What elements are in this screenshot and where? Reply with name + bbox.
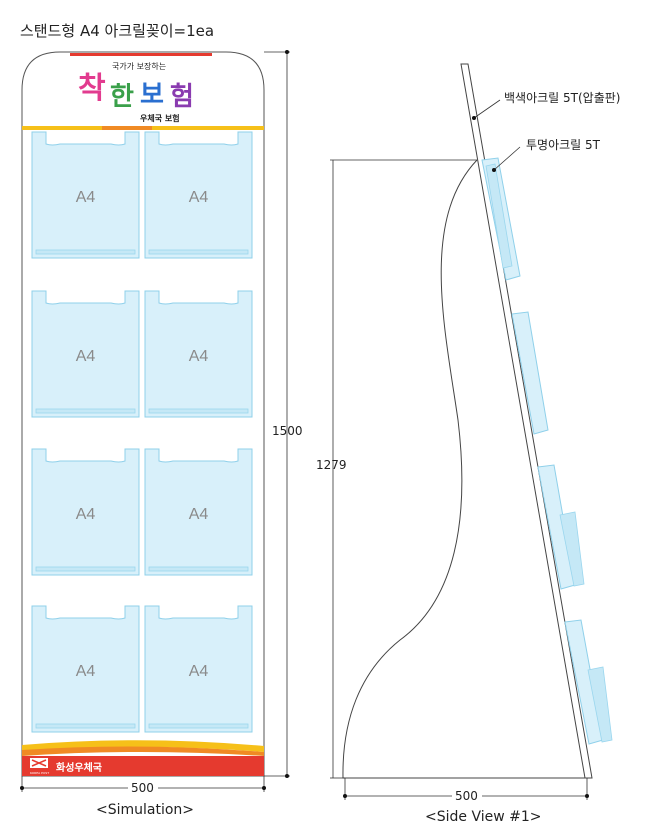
a4-pocket: A4 [144, 448, 253, 576]
side-width-value: 500 [455, 789, 478, 803]
a4-pocket: A4 [31, 605, 140, 733]
a4-pocket: A4 [31, 448, 140, 576]
pocket-lip [148, 408, 249, 414]
top-accent-bar [70, 53, 212, 56]
side-pocket-1-inner [485, 163, 513, 269]
pocket-lip [35, 408, 136, 414]
pocket-body [144, 605, 253, 733]
logo-char-1: 착 [78, 71, 106, 106]
a4-pocket: A4 [144, 131, 253, 259]
height-dimension: 1500 [264, 50, 303, 778]
side-pocket-3b [559, 511, 585, 587]
pocket-body [144, 448, 253, 576]
back-panel-side [460, 63, 593, 779]
pocket-material-callout: 투명아크릴 5T [492, 138, 601, 172]
pocket-label: A4 [76, 506, 96, 523]
post-emblem-icon [30, 758, 48, 768]
pocket-body [31, 131, 140, 259]
front-caption: <Simulation> [96, 802, 194, 818]
logo-char-4: 험 [170, 82, 194, 112]
side-pocket-4b [587, 666, 613, 743]
a4-pocket: A4 [31, 290, 140, 418]
side-view: 백색아크릴 5T(압출판) 투명아크릴 5T 1279 500 <Side Vi… [316, 63, 620, 825]
brand-tagline: 국가가 보장하는 [112, 61, 166, 71]
pocket-label: A4 [76, 189, 96, 206]
pocket-lip [148, 249, 249, 255]
pocket-body [31, 290, 140, 418]
logo-char-3: 보 [140, 80, 164, 110]
side-width-dimension: 500 [343, 778, 589, 803]
side-pocket-2 [511, 311, 549, 435]
pocket-material-label: 투명아크릴 5T [526, 138, 601, 152]
a4-pocket: A4 [31, 131, 140, 259]
side-caption: <Side View #1> [425, 809, 542, 825]
brand-sub: 우체국 보험 [140, 113, 180, 123]
pocket-label: A4 [189, 663, 209, 680]
back-panel-callout: 백색아크릴 5T(압출판) [472, 91, 620, 120]
side-height-value: 1279 [316, 458, 347, 472]
pocket-lip [148, 566, 249, 572]
pocket-label: A4 [76, 663, 96, 680]
pocket-label: A4 [189, 189, 209, 206]
height-value: 1500 [272, 424, 303, 438]
footer-band: KOREA POST 화성우체국 [22, 740, 264, 776]
a4-pocket: A4 [144, 605, 253, 733]
pocket-body [31, 448, 140, 576]
pocket-body [31, 605, 140, 733]
side-height-dimension: 1279 [316, 159, 477, 779]
logo-char-2: 한 [110, 82, 134, 112]
support-leg [342, 159, 585, 779]
pocket-lip [148, 723, 249, 729]
pocket-lip [35, 566, 136, 572]
pocket-body [144, 290, 253, 418]
pocket-label: A4 [189, 348, 209, 365]
brand-logo: 국가가 보장하는 착 한 보 험 우체국 보험 [78, 61, 194, 123]
header-stripe-accent [102, 126, 152, 130]
footer-red-band [22, 756, 264, 776]
pocket-body [144, 131, 253, 259]
footer-wave-orange [22, 746, 264, 756]
front-width-dimension: 500 [20, 776, 266, 795]
pocket-lip [35, 249, 136, 255]
footer-office-name: 화성우체국 [56, 761, 102, 774]
pocket-lip [35, 723, 136, 729]
a4-pocket: A4 [144, 290, 253, 418]
pocket-label: A4 [189, 506, 209, 523]
side-pockets [481, 157, 613, 745]
back-panel-label: 백색아크릴 5T(압출판) [504, 91, 620, 105]
front-width-value: 500 [131, 781, 154, 795]
footer-small-text: KOREA POST [30, 771, 49, 775]
footer-wave-yellow [22, 740, 264, 752]
pocket-label: A4 [76, 348, 96, 365]
page-title: 스탠드형 A4 아크릴꽂이=1ea [20, 22, 214, 40]
